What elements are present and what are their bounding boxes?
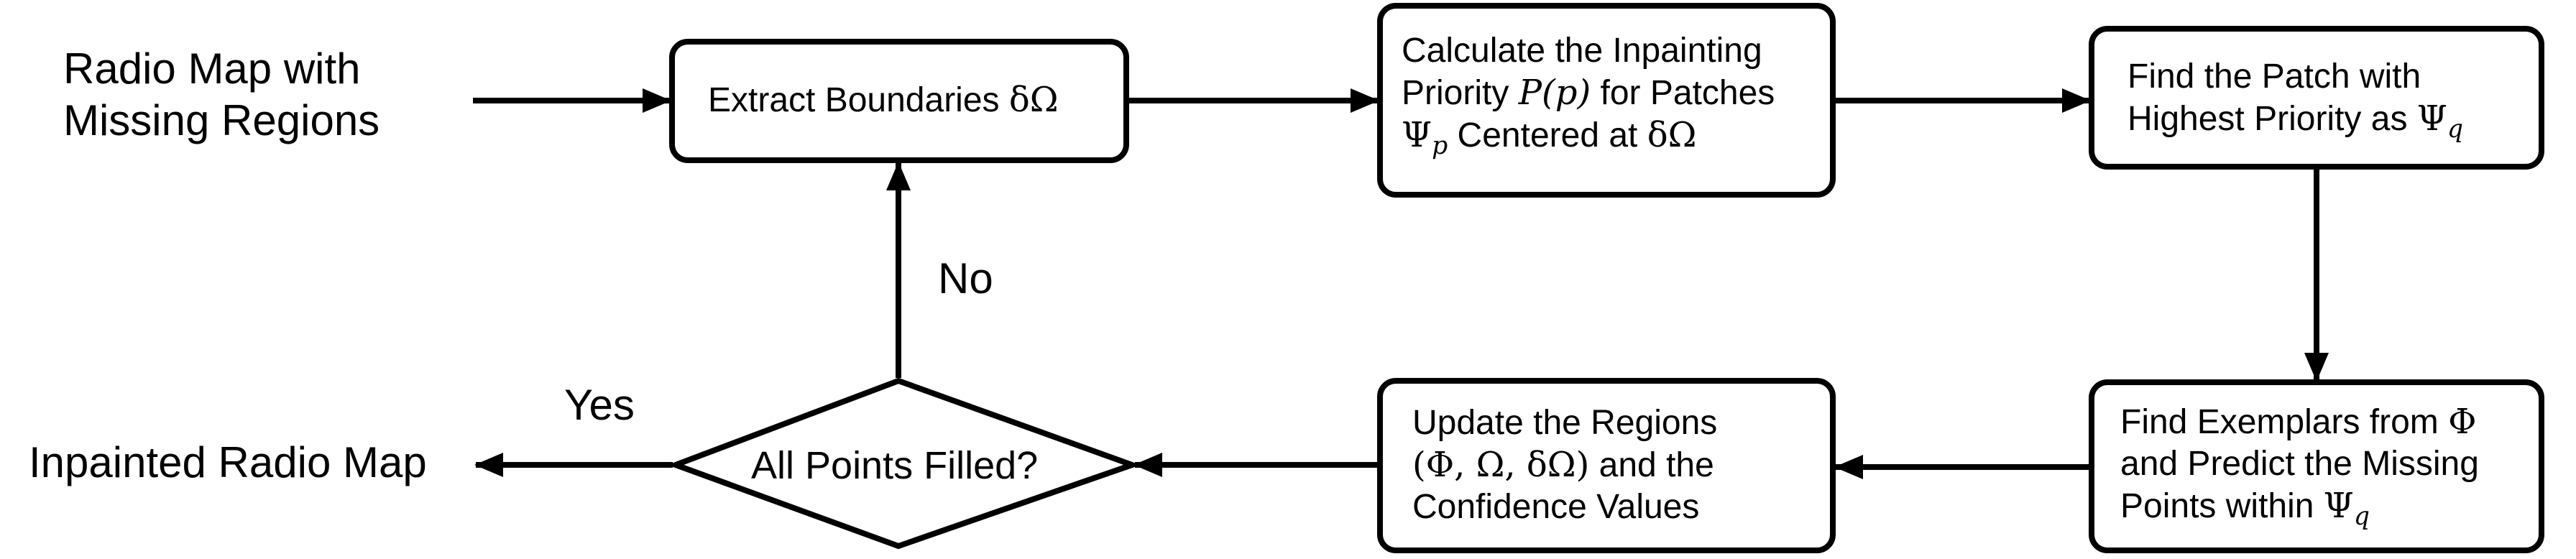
update-regions-text: Update the Regions (Φ, Ω, δΩ) and the Co…: [1412, 402, 1717, 528]
extract-math: δΩ: [1008, 80, 1059, 120]
output-label: Inpainted Radio Map: [29, 438, 427, 486]
highest-priority-patch-box: [2089, 26, 2544, 170]
update-regions-box: [1377, 378, 1836, 553]
extract-boundaries-text: Extract Boundaries δΩ: [708, 79, 1059, 121]
exemplars-line1: Find Exemplars from Φ: [2120, 402, 2477, 442]
find-exemplars-box: [2089, 379, 2544, 553]
input-label: Radio Map with Missing Regions: [63, 43, 380, 147]
inpainting-priority-box: [1377, 3, 1836, 198]
exemplars-line2: and Predict the Missing: [2120, 445, 2479, 483]
decision-diamond: [667, 377, 1141, 550]
update-line2: (Φ, Ω, δΩ) and the: [1412, 445, 1714, 485]
priority-line3: Ψp Centered at δΩ: [1402, 115, 1697, 161]
find-exemplars-text: Find Exemplars from Φ and Predict the Mi…: [2120, 401, 2479, 532]
input-label-line2: Missing Regions: [63, 96, 380, 144]
extract-label: Extract Boundaries: [708, 81, 1009, 119]
update-line3: Confidence Values: [1412, 488, 1700, 526]
exemplars-line3: Points within Ψq: [2120, 486, 2370, 532]
update-line1: Update the Regions: [1412, 404, 1718, 442]
input-label-line1: Radio Map with: [63, 45, 361, 93]
extract-boundaries-box: [669, 39, 1129, 163]
find-patch-text: Find the Patch with Highest Priority as …: [2128, 56, 2464, 144]
priority-line1: Calculate the Inpainting: [1402, 32, 1762, 70]
inpainting-priority-text: Calculate the Inpainting Priority P(p) f…: [1402, 30, 1775, 160]
find-patch-line2: Highest Priority as Ψq: [2128, 98, 2464, 144]
find-patch-line1: Find the Patch with: [2128, 57, 2421, 96]
no-label: No: [938, 254, 993, 302]
priority-line2: Priority P(p) for Patches: [1402, 73, 1775, 113]
yes-label: Yes: [564, 381, 635, 429]
decision-question: All Points Filled?: [751, 444, 1039, 487]
